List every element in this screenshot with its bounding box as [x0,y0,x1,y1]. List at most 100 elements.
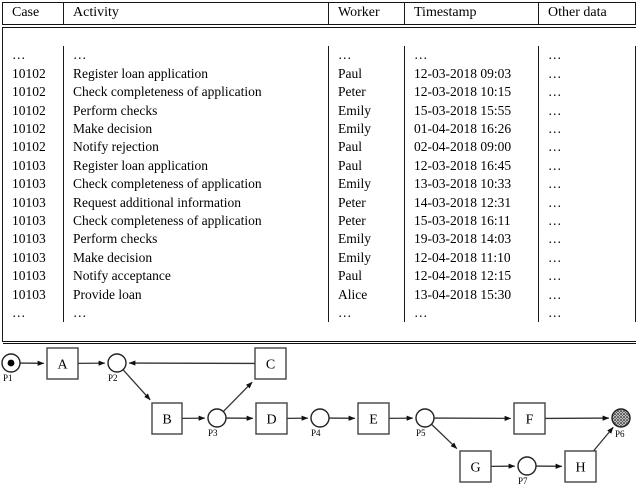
table-cell-case: 10102 [2,138,64,157]
column-header-other-data: Other data [538,1,636,25]
table-cell-timestamp: 12-03-2018 09:03 [404,64,539,84]
table-cell-worker: … [328,46,405,65]
table-cell-timestamp: 13-04-2018 15:30 [404,285,539,305]
petri-place-label-p7: P7 [518,476,528,486]
petri-place-p5[interactable] [415,408,435,428]
table-cell-timestamp: 13-03-2018 10:33 [404,175,539,194]
table-cell-other-data: … [538,156,636,176]
petri-transition-label-h: H [575,461,585,476]
petri-transition-f[interactable] [513,402,546,435]
table-bottom-rule [2,340,636,345]
petri-transition-e[interactable] [357,402,390,435]
column-header-timestamp: Timestamp [404,1,539,25]
petri-arc-h-to-p6 [592,426,614,452]
column-header-activity: Activity [63,1,329,25]
column-header-worker: Worker [328,1,405,25]
table-cell-activity: … [63,304,329,323]
table-cell-other-data: … [538,46,636,65]
table-cell-activity: Make decision [63,248,329,268]
table-cell-other-data: … [538,285,636,305]
table-cell-activity: Register loan application [63,64,329,84]
table-cell-worker: Paul [328,64,405,84]
table-cell-other-data: … [538,101,636,121]
table-cell-activity: Provide loan [63,285,329,305]
petri-token-p1 [7,359,15,367]
table-cell-case: … [2,46,64,65]
petri-transition-label-c: C [266,358,275,373]
table-cell-case: … [2,304,64,323]
table-cell-worker: Peter [328,193,405,213]
table-cell-other-data: … [538,120,636,139]
table-cell-timestamp: 14-03-2018 12:31 [404,193,539,213]
petri-arc-p5-to-g [431,423,458,450]
table-cell-other-data: … [538,267,636,286]
table-cell-case: 10102 [2,120,64,139]
table-cell-other-data: … [538,212,636,231]
table-cell-case: 10103 [2,267,64,286]
table-cell-timestamp: 12-04-2018 11:10 [404,248,539,268]
petri-place-label-p2: P2 [108,373,118,383]
table-cell-worker: Paul [328,156,405,176]
table-cell-activity: Make decision [63,120,329,139]
table-cell-case: 10103 [2,230,64,249]
table-cell-other-data: … [538,175,636,194]
table-cell-worker: Peter [328,83,405,102]
table-cell-timestamp: 15-03-2018 15:55 [404,101,539,121]
table-cell-other-data: … [538,248,636,268]
petri-transition-d[interactable] [255,402,288,435]
petri-transition-b[interactable] [151,402,183,435]
event-log-table-container: Case Activity Worker Timestamp Other dat… [2,1,636,345]
table-cell-case: 10103 [2,193,64,213]
table-cell-timestamp: … [404,46,539,65]
table-cell-case: 10103 [2,212,64,231]
petri-transition-h[interactable] [564,450,597,483]
table-cell-activity: … [63,46,329,65]
petri-place-p4[interactable] [310,408,330,428]
petri-place-p6[interactable] [611,408,631,428]
table-row-spacer [2,27,636,47]
petri-place-p7[interactable] [517,456,537,476]
table-cell-activity: Register loan application [63,156,329,176]
petri-transition-label-g: G [470,461,480,476]
petri-transition-g[interactable] [459,450,492,483]
table-cell-other-data: … [538,193,636,213]
table-cell-timestamp: 12-03-2018 16:45 [404,156,539,176]
table-cell-worker: Emily [328,120,405,139]
table-cell-activity: Notify acceptance [63,267,329,286]
petri-net-arcs [19,360,614,469]
table-cell-other-data: … [538,230,636,249]
event-log-table: Case Activity Worker Timestamp Other dat… [2,1,636,345]
table-cell-timestamp: 02-04-2018 09:00 [404,138,539,157]
table-cell-worker: Emily [328,248,405,268]
petri-place-p2[interactable] [107,353,127,373]
petri-arc-p2-to-b [122,369,151,401]
petri-arc-p3-to-c [222,381,253,413]
table-cell-worker: Paul [328,138,405,157]
table-cell-case: 10102 [2,101,64,121]
petri-transition-a[interactable] [46,347,79,380]
petri-place-label-p3: P3 [208,428,218,438]
table-cell-other-data: … [538,83,636,102]
table-cell-activity: Check completeness of application [63,212,329,231]
petri-transition-label-e: E [369,413,378,428]
table-cell-timestamp: 01-04-2018 16:26 [404,120,539,139]
petri-transition-c[interactable] [254,347,287,380]
petri-transition-label-f: F [526,413,534,428]
petri-place-p3[interactable] [207,408,227,428]
table-cell-timestamp: 12-03-2018 10:15 [404,83,539,102]
table-cell-activity: Check completeness of application [63,83,329,102]
table-header-rule [2,24,636,28]
